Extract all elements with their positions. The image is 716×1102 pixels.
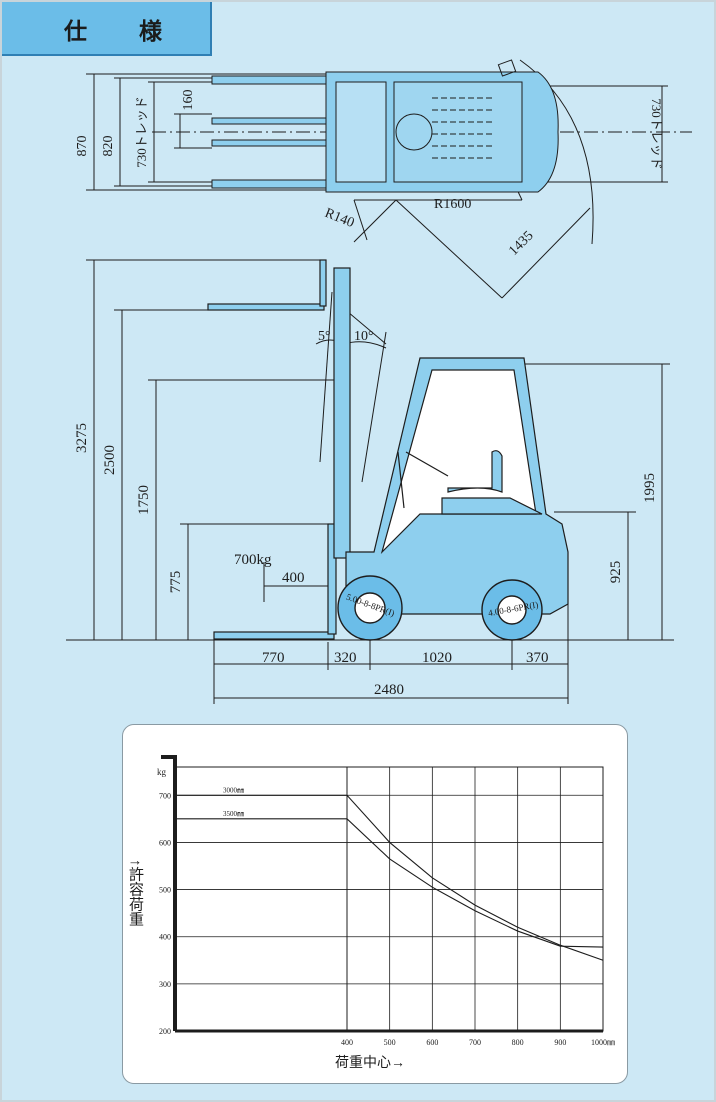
dim-label-3275: 3275 [74, 423, 90, 453]
dim-label-160: 160 [181, 90, 196, 111]
side-view-drawing: 3275 2500 1750 775 700kg 400 5° 10° 1995… [66, 259, 674, 704]
capacity-label: 700kg [234, 552, 272, 568]
dim-label-730-rear: 730トレッド [649, 98, 664, 170]
title-tab: 仕 様 [2, 2, 212, 56]
dim-label-870: 870 [75, 136, 90, 157]
y-tick-label: 400 [159, 933, 171, 942]
tilt-forward-label: 5° [318, 329, 331, 344]
x-tick-label: 600 [426, 1038, 438, 1047]
fork-left [211, 75, 329, 85]
x-tick-label: 500 [384, 1038, 396, 1047]
fork-right [211, 179, 329, 189]
dim-label-925: 925 [608, 561, 624, 584]
y-tick-label: 300 [159, 980, 171, 989]
top-view-drawing: 870 820 730トレッド 160 730トレッド R140 R1600 1… [75, 59, 692, 299]
dim-label-r140: R140 [323, 206, 357, 231]
dim-label-370: 370 [526, 650, 549, 666]
mast [333, 267, 351, 559]
dim-label-730-front: 730トレッド [134, 96, 149, 168]
series-line-2 [175, 818, 604, 948]
fork-center-lower [211, 139, 329, 147]
series-label-1: 3000㎜ [223, 786, 244, 794]
x-tick-label: 400 [341, 1038, 353, 1047]
dim-label-2480: 2480 [374, 682, 404, 698]
fork-tine [213, 631, 335, 640]
radius-line-r140 [353, 199, 368, 241]
dim-label-1020: 1020 [422, 650, 452, 666]
chart-ylabel: ↑許容荷重 [127, 859, 144, 927]
dim-label-770: 770 [262, 650, 285, 666]
x-tick-label: 700 [469, 1038, 481, 1047]
dim-label-r1600: R1600 [434, 197, 471, 212]
tilt-backward-label: 10° [354, 329, 374, 344]
steering-wheel-icon [395, 113, 433, 151]
y-tick-label: 200 [159, 1027, 171, 1036]
load-chart-panel: 200 300 400 500 600 700 400 500 600 700 800 900 1000… [122, 724, 628, 1084]
y-tick-label: 700 [159, 791, 171, 800]
chart-y-axis [161, 755, 177, 1031]
x-tick-label: 900 [554, 1038, 566, 1047]
dim-label-775: 775 [168, 571, 184, 594]
dim-label-400: 400 [282, 570, 305, 586]
dim-label-2500: 2500 [102, 445, 118, 475]
series-line-1 [175, 794, 604, 961]
dim-label-820: 820 [101, 136, 116, 157]
x-tick-label: 1000㎜ [591, 1038, 615, 1047]
y-tick-label: 500 [159, 886, 171, 895]
chart-xlabel: 荷重中心→ [335, 1055, 405, 1071]
dim-label-1750: 1750 [136, 485, 152, 515]
load-capacity-chart: 200 300 400 500 600 700 400 500 600 700 800 900 1000… [127, 755, 615, 1071]
seat-icon [447, 450, 503, 493]
y-unit-label: kg [157, 767, 167, 777]
fork-center-upper [211, 117, 329, 125]
y-tick-label: 600 [159, 838, 171, 847]
series-label-2: 3500㎜ [223, 810, 244, 818]
x-tick-label: 800 [512, 1038, 524, 1047]
dim-label-320: 320 [334, 650, 357, 666]
aisle-line [395, 199, 503, 299]
page-title: 仕 様 [64, 19, 185, 45]
dim-label-1995: 1995 [642, 473, 658, 503]
